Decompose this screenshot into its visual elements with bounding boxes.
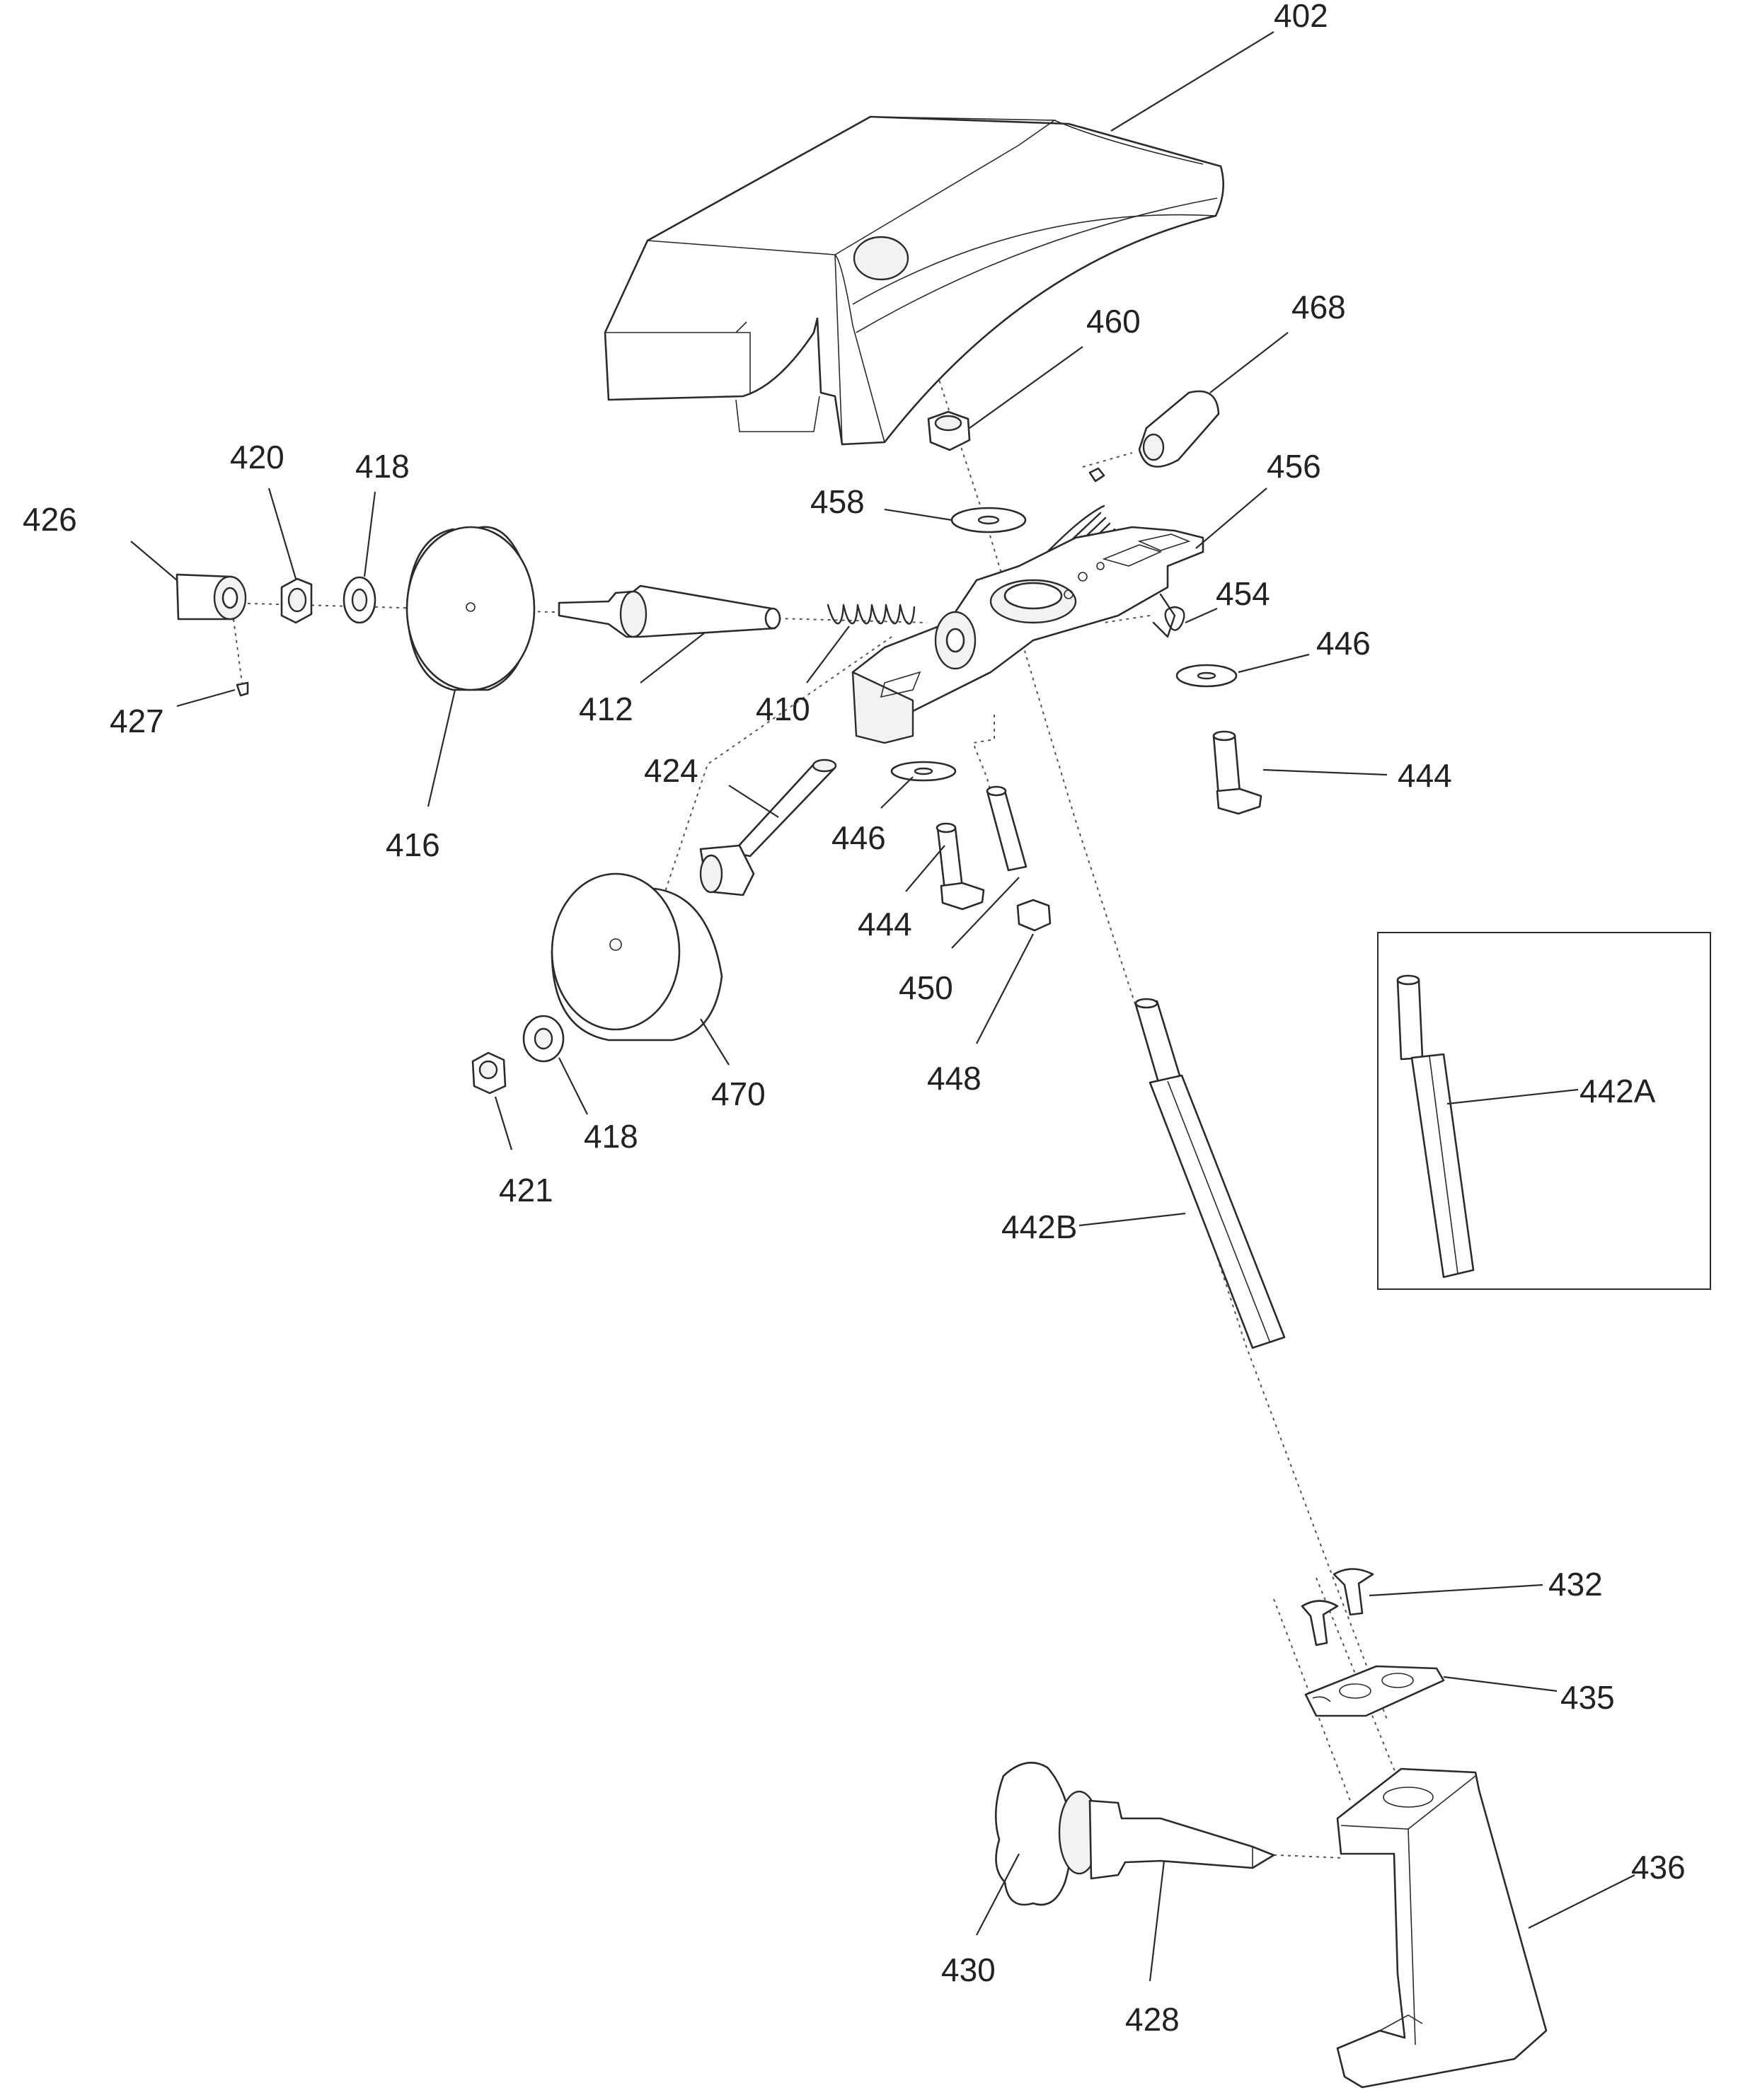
part-456-bracket	[851, 526, 1204, 744]
part-430-knob	[994, 1762, 1100, 1906]
part-442B-post	[1134, 998, 1286, 1349]
callout-428: 428	[1125, 2001, 1180, 2038]
callout-421: 421	[499, 1172, 553, 1208]
part-424-axle	[699, 758, 837, 896]
part-436-clamp	[1336, 1767, 1548, 2089]
callout-442B: 442B	[1001, 1208, 1077, 1245]
callout-418-top: 418	[355, 448, 410, 485]
part-416-wheel	[405, 526, 536, 691]
callout-430: 430	[941, 1951, 996, 1988]
callout-410: 410	[756, 691, 810, 727]
callout-424: 424	[644, 752, 698, 789]
part-454-clip	[1164, 606, 1185, 631]
inset-442A	[1377, 932, 1711, 1290]
part-444-bolt-right	[1212, 730, 1262, 815]
callout-420: 420	[230, 439, 284, 475]
callout-446-left: 446	[831, 819, 886, 856]
callout-402: 402	[1274, 0, 1328, 34]
part-448-nut	[1016, 899, 1052, 932]
part-402-cover	[604, 115, 1224, 446]
callout-444-left: 444	[858, 906, 912, 942]
callout-436: 436	[1631, 1849, 1686, 1886]
callout-468: 468	[1291, 289, 1346, 325]
callout-418-bottom: 418	[584, 1118, 638, 1155]
callout-460: 460	[1086, 303, 1141, 340]
part-450-pin	[986, 785, 1028, 872]
part-410-spring	[827, 604, 916, 625]
part-468-cap	[1088, 390, 1220, 483]
callout-454: 454	[1216, 575, 1270, 612]
callout-444-right: 444	[1398, 757, 1452, 794]
callout-416: 416	[386, 826, 440, 863]
part-470-wheel	[551, 872, 723, 1042]
part-428-pin	[1088, 1799, 1275, 1880]
part-460-nut	[927, 410, 971, 451]
leader-lines	[130, 31, 1635, 1982]
callout-450: 450	[899, 969, 953, 1006]
callout-448: 448	[927, 1060, 982, 1097]
callout-426: 426	[23, 501, 77, 538]
callout-442A: 442A	[1579, 1073, 1656, 1109]
callout-470: 470	[711, 1075, 766, 1112]
callout-458: 458	[810, 483, 865, 520]
callout-432: 432	[1548, 1566, 1603, 1603]
callout-427: 427	[110, 703, 164, 739]
callout-435: 435	[1560, 1679, 1615, 1716]
part-435-plate	[1304, 1665, 1445, 1717]
callout-446-right: 446	[1316, 625, 1371, 662]
part-426-cylinder	[175, 573, 249, 697]
part-432-screws	[1301, 1568, 1374, 1646]
part-444-bolt-left	[936, 822, 985, 911]
part-412-shaft	[558, 584, 781, 638]
callout-456: 456	[1267, 448, 1321, 485]
callout-412: 412	[579, 691, 633, 727]
callout-labels: 402 460 468 456 458 454 446 444 426 420 …	[23, 0, 1686, 2038]
